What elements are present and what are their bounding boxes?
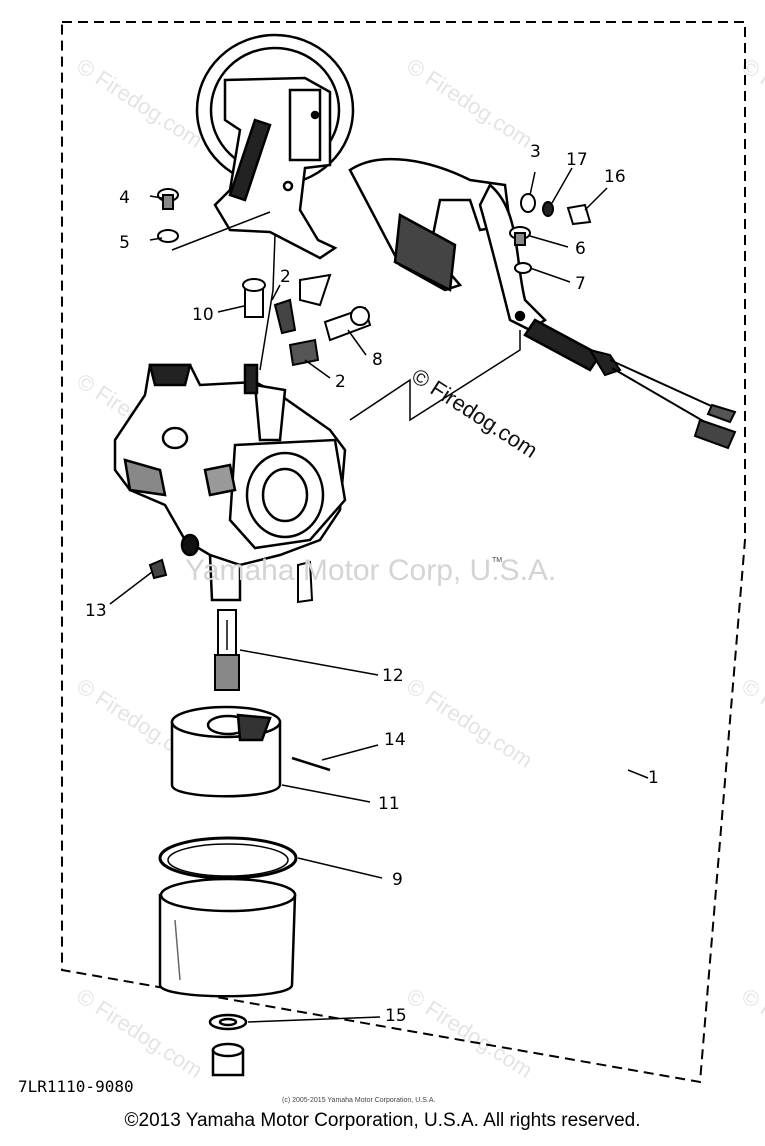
callout-6: 6 bbox=[575, 239, 586, 259]
callout-13: 13 bbox=[85, 601, 107, 621]
callout-4: 4 bbox=[119, 188, 130, 208]
wire-leads bbox=[587, 348, 737, 450]
float bbox=[170, 705, 331, 798]
callout-15: 15 bbox=[385, 1006, 407, 1026]
main-jet bbox=[214, 609, 240, 691]
watermark-9: © Firedog.com bbox=[737, 983, 765, 1083]
callout-17: 17 bbox=[566, 150, 588, 170]
watermark-1: © Firedog.com bbox=[72, 53, 207, 153]
throttle-bracket bbox=[348, 157, 602, 372]
callout-11: 11 bbox=[378, 794, 400, 814]
callout-2-lower: 2 bbox=[335, 372, 346, 392]
callout-8: 8 bbox=[372, 350, 383, 370]
yamaha-watermark: Yamaha Motor Corp, U.S.A. bbox=[185, 554, 556, 587]
callout-5: 5 bbox=[119, 233, 130, 253]
drain-plug bbox=[208, 1013, 248, 1077]
watermark-6: © Firedog.com bbox=[737, 673, 765, 773]
callout-12: 12 bbox=[382, 666, 404, 686]
callout-1: 1 bbox=[648, 768, 659, 788]
callout-3: 3 bbox=[530, 142, 541, 162]
callout-16: 16 bbox=[604, 167, 626, 187]
part-code: 7LR1110-9080 bbox=[18, 1077, 134, 1096]
air-intake-plate bbox=[195, 33, 355, 260]
float-bowl-gasket bbox=[158, 836, 298, 880]
callout-14: 14 bbox=[384, 730, 406, 750]
small-parts bbox=[148, 188, 592, 604]
copyright-footer: ©2013 Yamaha Motor Corporation, U.S.A. A… bbox=[124, 1110, 641, 1131]
float-bowl bbox=[158, 877, 297, 998]
trademark-mark: TM bbox=[492, 557, 502, 564]
callouts: 4 5 2 10 8 2 3 17 16 6 7 13 12 14 11 9 1… bbox=[85, 142, 659, 1026]
small-copyright: (c) 2005-2015 Yamaha Motor Corporation, … bbox=[282, 1097, 435, 1104]
carburetor-body bbox=[113, 363, 347, 602]
assembly-outline bbox=[61, 21, 746, 1084]
watermark-7: © Firedog.com bbox=[72, 983, 207, 1083]
callout-10: 10 bbox=[192, 305, 214, 325]
watermark-5: © Firedog.com bbox=[402, 673, 537, 773]
callout-9: 9 bbox=[392, 870, 403, 890]
watermark-2: © Firedog.com bbox=[402, 53, 537, 153]
callout-2-upper: 2 bbox=[280, 267, 291, 287]
watermark-10: © Firedog.com bbox=[737, 53, 765, 153]
watermark-8: © Firedog.com bbox=[402, 983, 537, 1083]
leader-lines bbox=[109, 167, 649, 1023]
callout-7: 7 bbox=[575, 274, 586, 294]
